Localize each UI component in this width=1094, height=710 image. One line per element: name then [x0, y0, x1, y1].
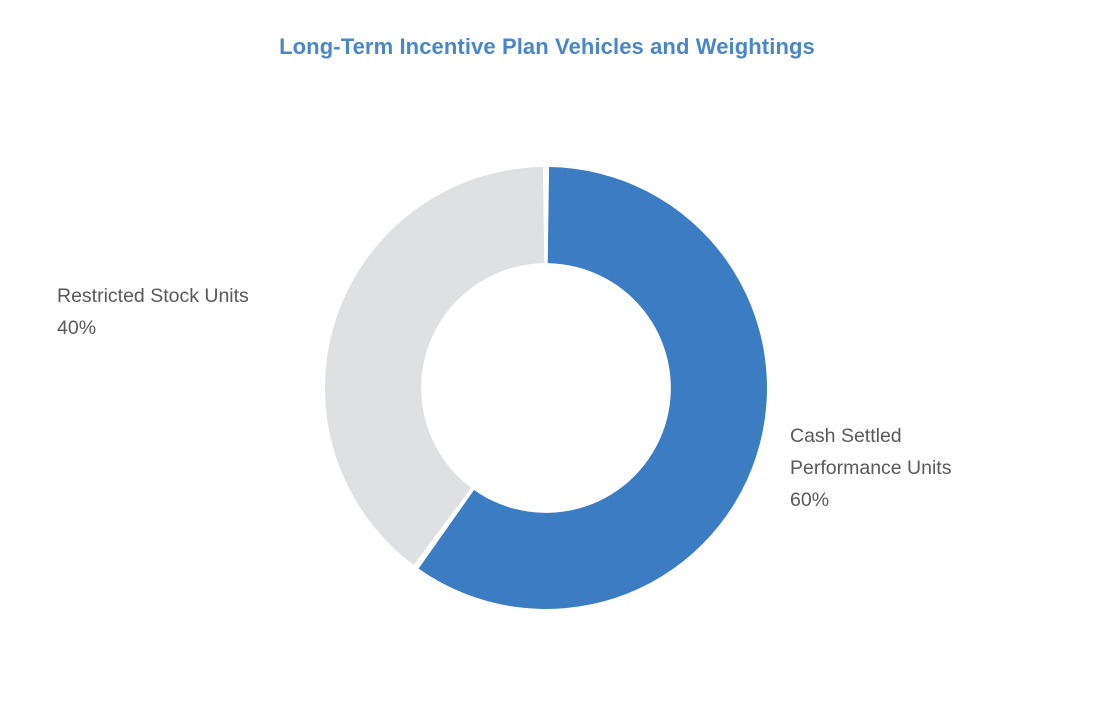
data-label-restricted-stock-units: Restricted Stock Units 40%: [57, 280, 249, 344]
data-label-restricted-stock-units-value: 40%: [57, 317, 97, 339]
donut-slice-restricted-stock-units[interactable]: [325, 167, 545, 565]
chart-title: Long-Term Incentive Plan Vehicles and We…: [279, 34, 815, 59]
data-label-cash-settled-performance-units-value: 60%: [790, 489, 830, 511]
donut-slice-group: [325, 167, 767, 609]
data-label-cash-settled-performance-units-name-line2: Performance Units: [790, 457, 952, 479]
donut-chart-svg: [325, 167, 767, 609]
donut-chart-plot-area: [325, 167, 767, 609]
data-label-cash-settled-performance-units: Cash Settled Performance Units 60%: [790, 420, 951, 516]
data-label-cash-settled-performance-units-name-line1: Cash Settled: [790, 425, 902, 447]
data-label-restricted-stock-units-name: Restricted Stock Units: [57, 285, 249, 307]
donut-slice-cash-settled-performance-units[interactable]: [418, 167, 767, 609]
